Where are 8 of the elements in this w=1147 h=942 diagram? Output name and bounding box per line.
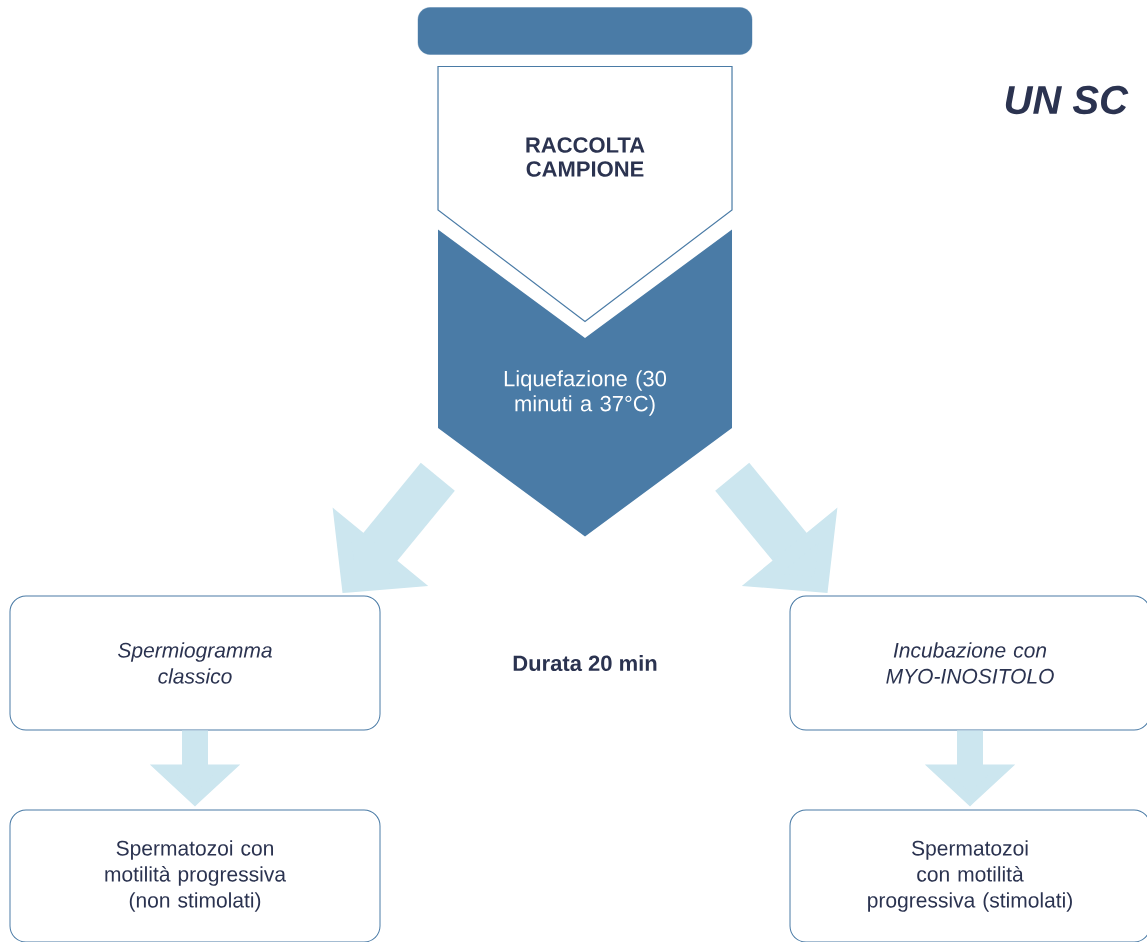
rounded-box: Incubazione con MYO-INOSITOLO <box>789 595 1147 731</box>
pentagon-box: RACCOLTA CAMPIONE <box>437 65 733 323</box>
rounded-box: Spermiogramma classico <box>9 595 381 731</box>
rounded-box: Spermatozoi con motilità progressiva (non stimolati) <box>9 809 381 942</box>
cap-bar <box>417 7 753 55</box>
rounded-box: Spermatozoi con motilità progressiva (stimolati) <box>789 809 1147 942</box>
heading: UN SC <box>1005 85 1129 115</box>
note-text: Durata 20 min <box>513 654 657 672</box>
